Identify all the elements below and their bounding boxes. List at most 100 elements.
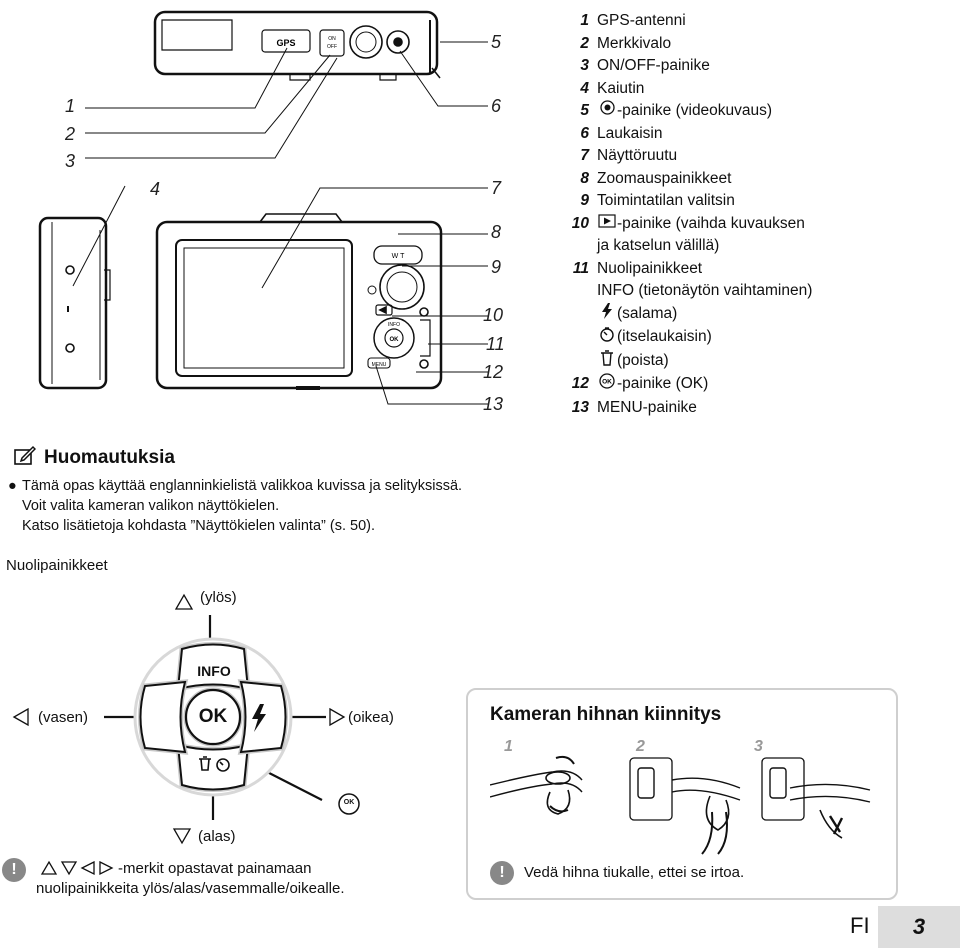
part-item: 5 -painike (videokuvaus) [565, 100, 955, 123]
part-text: Zoomauspainikkeet [597, 169, 732, 187]
part-text: MENU-painike [597, 398, 697, 416]
notes-title: Huomautuksia [44, 447, 175, 468]
svg-text:OK: OK [602, 379, 612, 386]
strap-step-2: 2 [636, 738, 645, 755]
play-icon [597, 213, 617, 236]
notes-line-text: Katso lisätietoja kohdasta ”Näyttökielen… [22, 518, 376, 534]
part-item: ja katselun välillä) [565, 235, 955, 258]
notes-line-text: Voit valita kameran valikon näyttökielen… [22, 498, 280, 514]
camera-top-view [153, 10, 439, 76]
callout-7: 7 [491, 178, 502, 198]
part-text: Laukaisin [597, 124, 663, 142]
dpad-up-label: (ylös) [200, 589, 237, 606]
onoff-label-off: OFF [327, 44, 337, 50]
camera-back-view [155, 220, 443, 390]
part-text: ja katselun välillä) [597, 237, 720, 254]
part-item: (poista) [565, 349, 955, 374]
part-num: 13 [571, 398, 589, 416]
dpad-section-title: Nuolipainikkeet [6, 557, 108, 574]
bullet-icon: ● [8, 478, 17, 494]
dpad-trash-timer-icon [199, 756, 230, 772]
part-text: GPS-antenni [597, 12, 686, 29]
part-item: 2 Merkkivalo [565, 33, 955, 56]
strap-step-1: 1 [504, 738, 513, 755]
part-text: (itselaukaisin) [617, 328, 712, 345]
warning-icon: ! [2, 858, 26, 882]
part-item: 10 -painike (vaihda kuvauksen [565, 213, 955, 236]
page-number: 3 [878, 906, 960, 948]
part-item: 12 OK-painike (OK) [565, 373, 955, 397]
part-num: 2 [580, 34, 589, 52]
callout-12: 12 [483, 362, 504, 382]
callout-13: 13 [483, 394, 504, 414]
strap-title: Kameran hihnan kiinnitys [490, 704, 722, 725]
part-num: 6 [580, 124, 589, 142]
callout-11: 11 [486, 334, 505, 354]
strap-step-3: 3 [754, 738, 763, 755]
part-num [565, 280, 589, 303]
part-item: (salama) [565, 302, 955, 327]
flash-icon [597, 302, 617, 327]
part-item: INFO (tietonäytön vaihtaminen) [565, 280, 955, 303]
callout-10: 10 [483, 305, 504, 325]
ok-label-camera: OK [390, 337, 400, 343]
part-item: 6 Laukaisin [565, 123, 955, 146]
part-text: -painike (OK) [617, 375, 709, 392]
callout-1: 1 [65, 96, 76, 116]
part-num: 1 [580, 12, 589, 29]
part-text: -painike (videokuvaus) [617, 102, 773, 119]
notes-line: Katso lisätietoja kohdasta ”Näyttökielen… [8, 516, 462, 536]
wt-label: W T [392, 253, 405, 260]
part-num: 11 [572, 259, 589, 277]
dpad-ok-small-label: OK [343, 799, 355, 806]
part-num [565, 303, 589, 327]
part-num: 9 [580, 192, 589, 209]
part-item: 13 MENU-painike [565, 397, 955, 420]
part-text: Nuolipainikkeet [597, 259, 703, 277]
footer-language: FI [850, 913, 870, 938]
parts-list: 1 GPS-antenni 2 Merkkivalo 3 ON/OFF-painike… [565, 10, 955, 419]
movie-record-icon [597, 100, 617, 123]
dpad-ok-label[interactable]: OK [198, 706, 228, 727]
note-pencil-icon [14, 445, 37, 471]
dpad-hint-line1: -merkit opastavat painamaan [118, 860, 312, 877]
part-text: ON/OFF-painike [597, 57, 710, 74]
part-text: (poista) [617, 351, 669, 369]
part-item: 11 Nuolipainikkeet [565, 258, 955, 281]
dpad-left-label: (vasen) [38, 709, 89, 726]
info-label-camera: INFO [388, 322, 400, 328]
part-num: 3 [580, 57, 589, 74]
callout-2: 2 [65, 124, 76, 144]
onoff-label: ON [328, 36, 336, 42]
camera-side-view [38, 216, 108, 390]
strap-note: Vedä hihna tiukalle, ettei se irtoa. [524, 864, 745, 881]
ok-icon: OK [597, 373, 617, 397]
callout-6: 6 [491, 96, 502, 116]
part-num [565, 350, 589, 374]
part-text: Merkkivalo [597, 34, 672, 52]
camera-diagram: GPS ON OFF W T INFO OK MENU [38, 10, 488, 405]
strap-illustrations [490, 755, 871, 855]
trash-icon [597, 349, 617, 374]
part-num: 5 [580, 102, 589, 119]
notes-body: ● Tämä opas käyttää englanninkielistä val… [8, 476, 462, 536]
callout-4: 4 [150, 179, 161, 199]
dpad-info-label[interactable]: INFO [197, 663, 231, 679]
callout-3: 3 [65, 151, 76, 171]
gps-label: GPS [276, 38, 295, 48]
part-num: 8 [580, 169, 589, 187]
part-text: (salama) [617, 304, 678, 322]
part-num [565, 235, 589, 258]
dpad-down-label: (alas) [198, 828, 236, 845]
part-item: 3 ON/OFF-painike [565, 55, 955, 78]
warning-icon-strap: ! [490, 861, 514, 885]
part-item: 8 Zoomauspainikkeet [565, 168, 955, 191]
dpad-flash-icon [252, 704, 266, 732]
part-num [565, 326, 589, 350]
callout-9: 9 [491, 257, 502, 277]
dpad-hint-line2: nuolipainikkeita ylös/alas/vasemmalle/oi… [36, 880, 345, 897]
notes-line-text: Tämä opas käyttää englanninkielistä vali… [22, 478, 463, 494]
